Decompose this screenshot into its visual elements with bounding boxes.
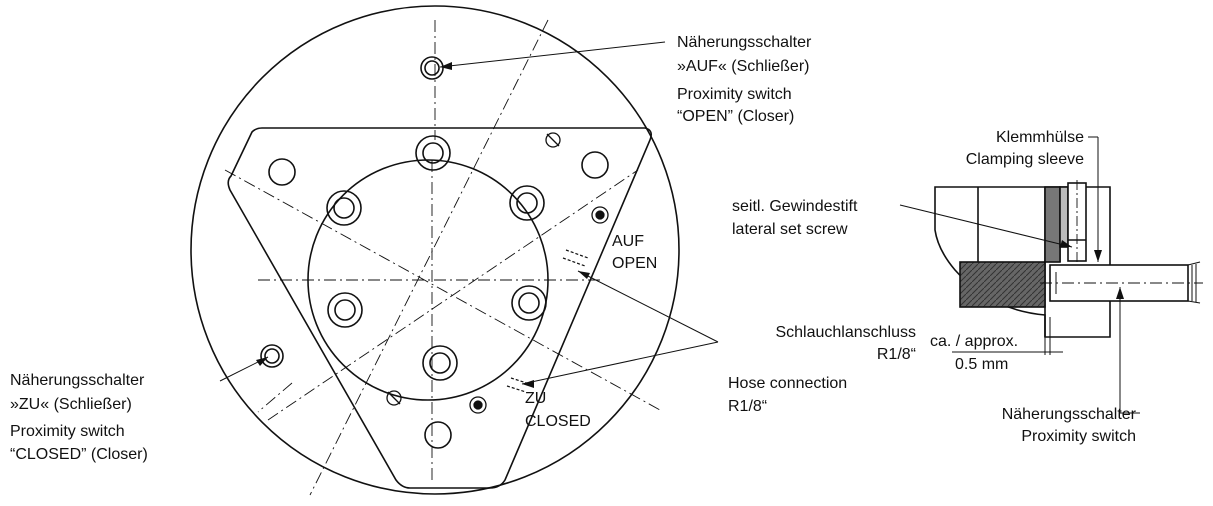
plate-hole-upper-right — [581, 151, 609, 179]
prox-closed-label-de-2: »ZU« (Schließer) — [10, 396, 132, 413]
side-detail-view — [899, 136, 1203, 414]
hose-label-en-1: Hose connection — [728, 375, 848, 392]
hose-label-de-2: R1/8“ — [876, 346, 916, 363]
centerlines — [224, 19, 661, 496]
front-view — [190, 5, 719, 496]
open-label: OPEN — [612, 255, 658, 272]
hatched-section — [959, 261, 1046, 308]
clamp-label-de: Klemmhülse — [995, 129, 1084, 146]
prox-closed-label-en-1: Proximity switch — [10, 423, 125, 440]
plate-hole-bottom — [424, 421, 452, 449]
threaded-holes — [386, 132, 609, 414]
clamp-label-en: Clamping sleeve — [965, 151, 1084, 168]
prox-closed-label-de-1: Näherungsschalter — [10, 372, 145, 389]
detail-leaders — [899, 136, 1140, 414]
closed-label: CLOSED — [525, 413, 591, 430]
plate-hole-upper-left — [268, 158, 296, 186]
setscrew-label-de: seitl. Gewindestift — [732, 198, 858, 215]
outer-flange-circle — [190, 5, 680, 495]
prox-side-label-en: Proximity switch — [1021, 428, 1136, 445]
setscrew-label-en: lateral set screw — [732, 221, 848, 238]
prox-open-label-en-1: Proximity switch — [677, 86, 792, 103]
gap-label: ca. / approx. — [930, 333, 1019, 350]
hose-label-en-2: R1/8“ — [728, 398, 768, 415]
triangular-plate — [227, 127, 652, 489]
prox-switch-closed-hole — [260, 344, 284, 368]
gap-value: 0.5 mm — [955, 356, 1009, 373]
counterbored-holes — [326, 135, 547, 381]
zu-label: ZU — [525, 390, 547, 407]
prox-open-label-de-1: Näherungsschalter — [677, 34, 812, 51]
prox-open-label-en-2: “OPEN” (Closer) — [677, 108, 795, 125]
gap-dimension — [952, 317, 1063, 355]
prox-side-label-de: Näherungsschalter — [1001, 406, 1136, 423]
prox-closed-label-en-2: “CLOSED” (Closer) — [10, 446, 148, 463]
auf-label: AUF — [612, 233, 644, 250]
hose-label-de-1: Schlauchlanschluss — [775, 324, 916, 341]
prox-open-label-de-2: »AUF« (Schließer) — [677, 58, 810, 75]
leader-lines — [219, 41, 719, 385]
prox-switch-open-hole — [420, 56, 444, 80]
